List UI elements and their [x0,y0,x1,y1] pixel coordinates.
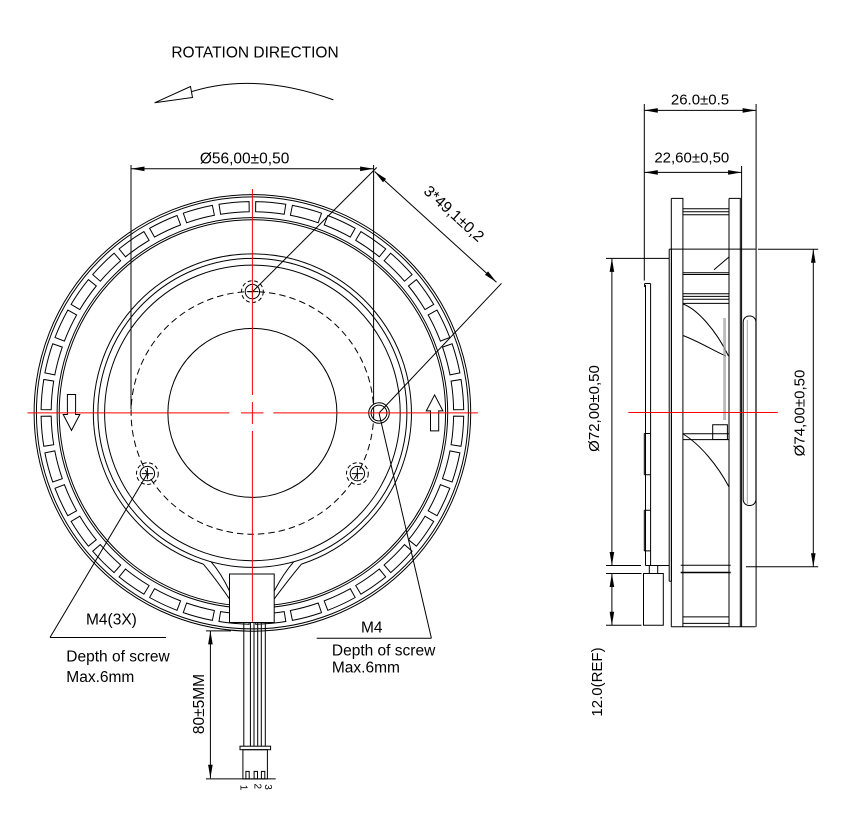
side-body-outline [643,197,756,628]
screw-note-left-title: M4(3X) [86,612,137,629]
hole-spacing-dim-label: 3*49,1±0,2 [420,183,487,246]
housing-diameter-dim-label: Ø72,00±0,50 [586,365,603,452]
cable-block-dim-label: 12.0(REF) [589,647,606,716]
body-depth-dim-label: 22,60±0,50 [654,150,729,167]
screw-note-left-line1: Depth of screw [66,649,170,666]
bolt-circle-dim-label: Ø56,00±0,50 [200,151,290,168]
rotation-direction-label: ROTATION DIRECTION [171,45,338,62]
screw-note-right-line1: Depth of screw [332,643,436,660]
screw-note-right-title: M4 [361,620,383,637]
rotation-direction-arrow [154,82,334,104]
cable-exit-housing [229,573,275,623]
inlet-capsule [742,315,757,506]
connector [206,745,276,780]
hidden-gray-lines [723,318,748,504]
cable-funnel-walls [202,561,302,600]
total-depth-dim-label: 26.0±0.5 [671,92,729,109]
pin-label-3: 3 [262,784,273,790]
centerlines [27,189,778,622]
side-view [606,104,819,628]
screw-note-right-line2: Max.6mm [332,660,400,677]
screw-note-left-line2: Max.6mm [66,669,134,686]
cable-length-dim-label: 80±5MM [191,674,208,734]
side-dimension-lines [606,104,819,627]
blade-curves [682,303,730,488]
pin-label-1: 1 [238,785,249,791]
pin-label-2: 2 [251,784,262,790]
front-dimension-lines [49,165,502,779]
outer-diameter-dim-label: Ø74,00±0,50 [792,370,809,457]
cable-wires [243,622,266,747]
